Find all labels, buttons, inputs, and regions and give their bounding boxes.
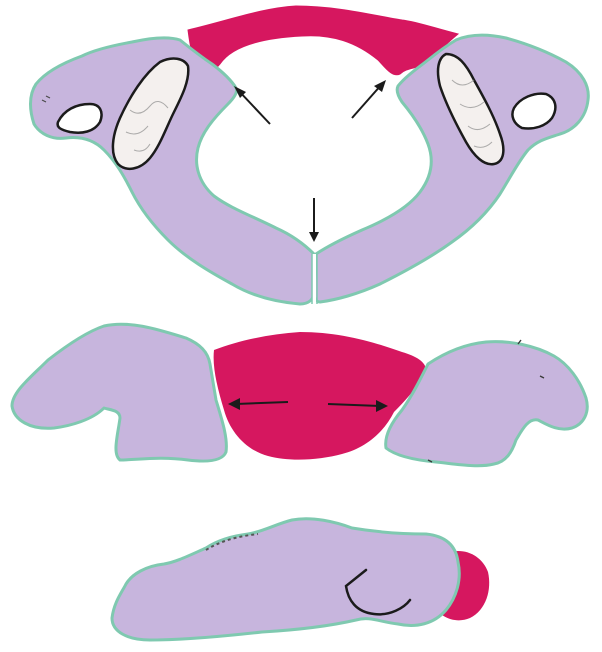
top-panel <box>31 6 589 304</box>
middle-left-fragment <box>12 324 226 461</box>
arrow-right-diagonal <box>352 84 382 118</box>
bottom-lateral-fragment <box>112 519 459 640</box>
top-anterior-arch <box>188 6 458 75</box>
arrow-down-head <box>309 232 319 242</box>
bottom-panel <box>112 519 489 640</box>
middle-panel <box>12 324 587 466</box>
